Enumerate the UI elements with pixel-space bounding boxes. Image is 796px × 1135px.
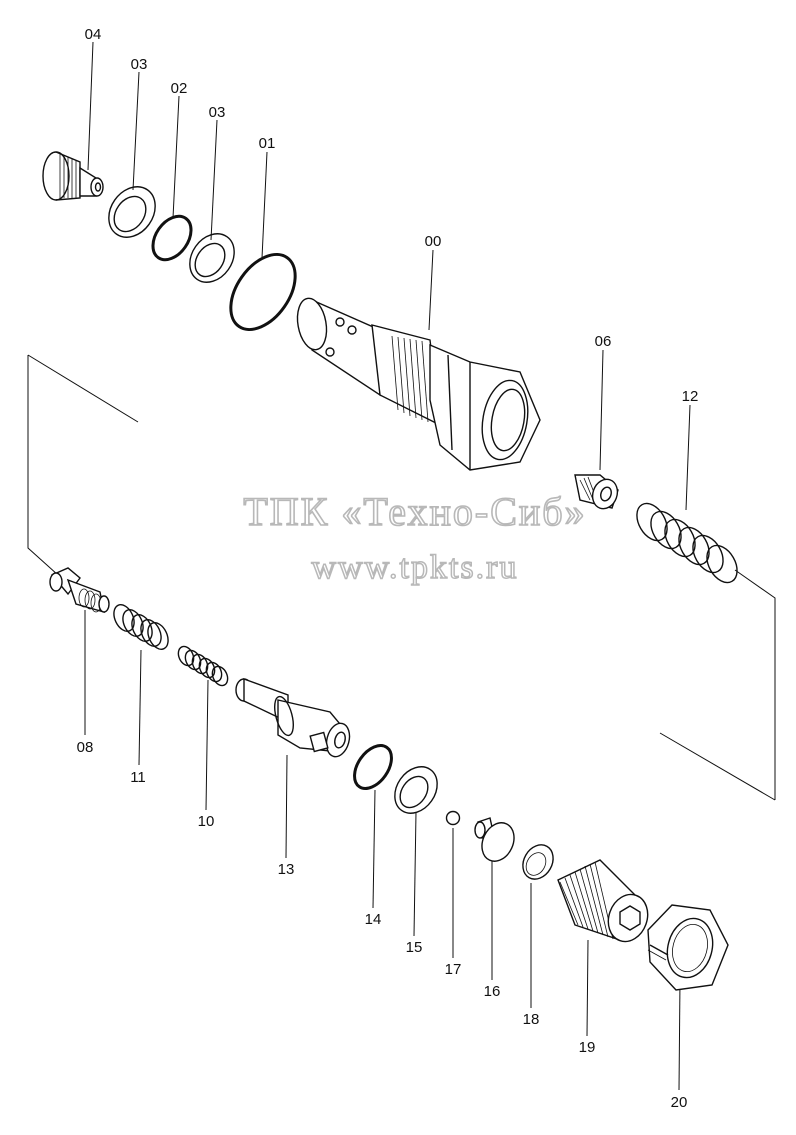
callout-03b: 03 xyxy=(209,104,226,121)
callout-03a: 03 xyxy=(131,56,148,73)
part-19-adjusting-screw xyxy=(557,859,649,943)
assembly-axis-lines xyxy=(27,354,776,801)
part-10-spring xyxy=(177,645,229,687)
part-13-piston xyxy=(235,678,351,758)
callout-02: 02 xyxy=(171,80,188,97)
part-01-o-ring xyxy=(229,253,297,331)
part-18-disc xyxy=(522,844,554,880)
part-20-lock-nut xyxy=(647,904,729,991)
part-02-o-ring xyxy=(151,214,193,262)
part-03-washer-a xyxy=(108,186,156,238)
callout-04: 04 xyxy=(85,26,102,43)
callout-16: 16 xyxy=(484,983,501,1000)
callout-17: 17 xyxy=(445,961,462,978)
part-14-o-ring xyxy=(353,744,393,790)
callout-00: 00 xyxy=(425,233,442,250)
part-16-pin xyxy=(474,817,515,862)
callout-labels: 04 03 02 03 01 00 06 12 08 11 10 13 14 1… xyxy=(77,26,699,1111)
callout-08: 08 xyxy=(77,739,94,756)
callout-19: 19 xyxy=(579,1039,596,1056)
part-17-ball xyxy=(445,810,461,826)
callout-20: 20 xyxy=(671,1094,688,1111)
callout-12: 12 xyxy=(682,388,699,405)
watermark: ТПК «Техно-Сиб» www.tpkts.ru xyxy=(243,488,586,587)
part-06-plug xyxy=(574,474,619,510)
part-11-spring xyxy=(113,604,169,650)
part-04-plug xyxy=(42,151,104,201)
part-08-poppet xyxy=(49,567,110,613)
part-12-spring xyxy=(636,502,738,584)
callout-14: 14 xyxy=(365,911,382,928)
leader-lines xyxy=(84,41,691,1091)
watermark-url: www.tpkts.ru xyxy=(312,549,519,586)
part-15-washer xyxy=(394,766,438,814)
callout-15: 15 xyxy=(406,939,423,956)
callout-10: 10 xyxy=(198,813,215,830)
part-00-housing xyxy=(296,297,541,471)
watermark-company: ТПК «Техно-Сиб» xyxy=(243,489,586,534)
part-03-washer-b xyxy=(189,233,235,283)
callout-06: 06 xyxy=(595,333,612,350)
callout-11: 11 xyxy=(130,769,146,786)
callout-13: 13 xyxy=(278,861,295,878)
callout-01: 01 xyxy=(259,135,276,152)
callout-18: 18 xyxy=(523,1011,540,1028)
